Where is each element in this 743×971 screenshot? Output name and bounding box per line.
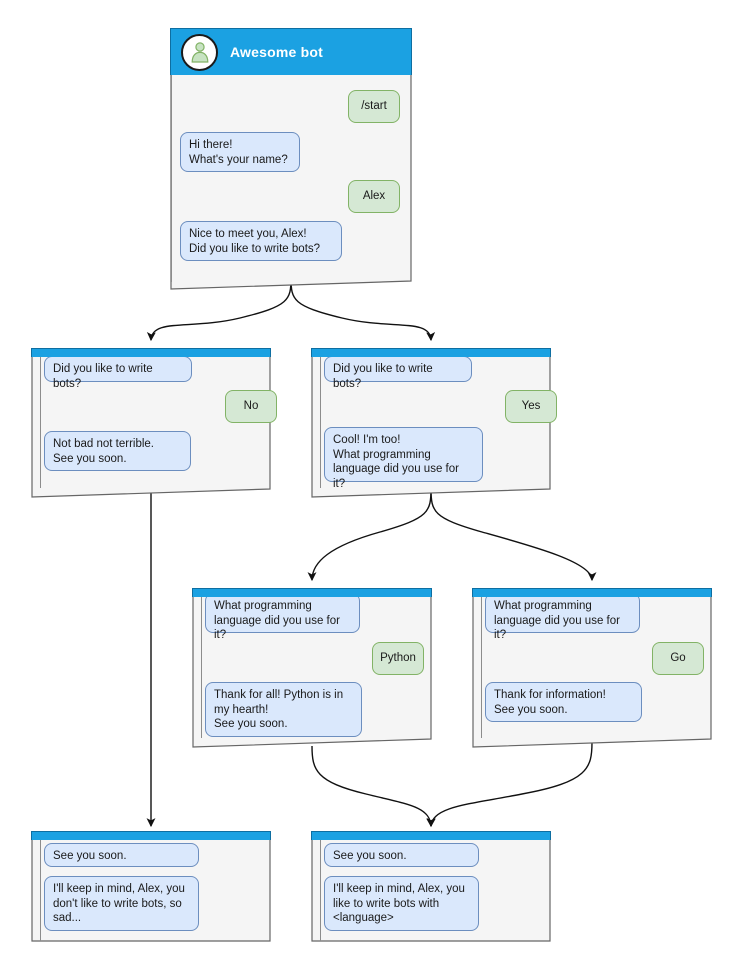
node-header-bar bbox=[472, 588, 712, 597]
message-user: No bbox=[225, 390, 277, 423]
edge-python-to-end-happy bbox=[311, 745, 436, 828]
node-header-bar bbox=[31, 831, 271, 840]
person-avatar-icon bbox=[181, 33, 218, 71]
node-end-sad[interactable]: See you soon. I'll keep in mind, Alex, y… bbox=[31, 831, 271, 942]
node-divider bbox=[320, 357, 321, 488]
node-divider bbox=[40, 840, 41, 941]
node-no-branch-chat: Did you like to write bots? No Not bad n… bbox=[31, 348, 277, 498]
node-divider bbox=[201, 597, 202, 738]
node-go-branch-chat: What programming language did you use fo… bbox=[472, 588, 712, 748]
node-go-branch[interactable]: What programming language did you use fo… bbox=[472, 588, 712, 748]
message-bot: What programming language did you use fo… bbox=[205, 593, 360, 641]
node-header-bar bbox=[311, 348, 551, 357]
node-header-bar bbox=[311, 831, 551, 840]
message-user: Alex bbox=[348, 180, 400, 213]
message-bot: Cool! I'm too! What programming language… bbox=[324, 427, 483, 490]
message-user: Go bbox=[652, 642, 704, 675]
message-bot: See you soon. bbox=[324, 843, 479, 867]
message-user: Yes bbox=[505, 390, 557, 423]
node-end-happy[interactable]: See you soon. I'll keep in mind, Alex, y… bbox=[311, 831, 551, 942]
node-python-branch[interactable]: What programming language did you use fo… bbox=[192, 588, 432, 748]
node-yes-branch[interactable]: Did you like to write bots? Yes Cool! I'… bbox=[311, 348, 557, 498]
message-bot: What programming language did you use fo… bbox=[485, 593, 640, 641]
bot-title: Awesome bot bbox=[230, 44, 323, 60]
node-no-branch[interactable]: Did you like to write bots? No Not bad n… bbox=[31, 348, 277, 498]
message-user: Python bbox=[372, 642, 424, 675]
edge-yes-to-go bbox=[430, 487, 597, 582]
edge-go-to-end-happy bbox=[426, 741, 593, 828]
message-bot: See you soon. bbox=[44, 843, 199, 867]
message-bot: Thank for information! See you soon. bbox=[485, 682, 642, 722]
node-root-header: Awesome bot bbox=[170, 28, 412, 75]
node-yes-branch-chat: Did you like to write bots? Yes Cool! I'… bbox=[311, 348, 557, 498]
node-header-bar bbox=[192, 588, 432, 597]
message-bot: Hi there! What's your name? bbox=[180, 132, 300, 172]
message-bot: Did you like to write bots? bbox=[324, 356, 472, 390]
message-bot: Thank for all! Python is in my hearth! S… bbox=[205, 682, 362, 737]
node-root-divider bbox=[171, 75, 172, 282]
node-divider bbox=[481, 597, 482, 738]
node-end-happy-chat: See you soon. I'll keep in mind, Alex, y… bbox=[311, 831, 551, 942]
node-divider bbox=[40, 357, 41, 488]
edge-yes-to-python bbox=[307, 487, 432, 582]
message-bot: Not bad not terrible. See you soon. bbox=[44, 431, 191, 471]
node-root-chat: /start Hi there! What's your name? Alex … bbox=[170, 28, 412, 290]
node-header-bar bbox=[31, 348, 271, 357]
message-bot: Did you like to write bots? bbox=[44, 356, 192, 390]
node-root[interactable]: Awesome bot /start Hi there! What's your… bbox=[170, 28, 412, 290]
message-bot: I'll keep in mind, Alex, you like to wri… bbox=[324, 876, 479, 931]
message-bot: Nice to meet you, Alex! Did you like to … bbox=[180, 221, 342, 261]
node-end-sad-chat: See you soon. I'll keep in mind, Alex, y… bbox=[31, 831, 271, 942]
message-bot: I'll keep in mind, Alex, you don't like … bbox=[44, 876, 199, 931]
node-divider bbox=[320, 840, 321, 941]
message-user: /start bbox=[348, 90, 400, 123]
node-python-branch-chat: What programming language did you use fo… bbox=[192, 588, 432, 748]
